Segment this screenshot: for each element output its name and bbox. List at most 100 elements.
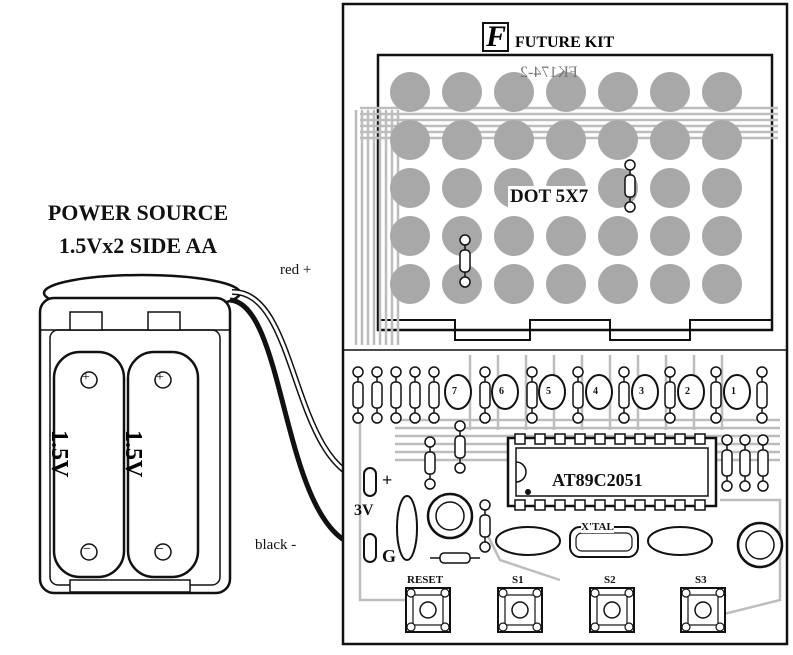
board-code-mirrored: FK174-2 [520,64,578,81]
ic-pin [514,433,526,445]
resistor [756,366,768,424]
resistor [409,366,421,424]
power-terminal-plus [363,467,377,497]
led-dot [650,216,690,256]
ic-pin [654,499,666,511]
power-title-line1: POWER SOURCE [47,200,229,225]
transistor-number: 7 [452,386,457,397]
resistor [479,366,491,424]
ic-pin [694,499,706,511]
resistor [428,366,440,424]
battery-left-plus: + [82,370,90,385]
resistor [572,366,584,424]
led-dot [390,264,430,304]
transistor [585,374,613,410]
led-dot [494,120,534,160]
led-dot [702,216,742,256]
button-label-s3: S3 [695,574,707,586]
resistor [624,159,636,213]
battery-cell-right [126,350,200,579]
ic-chip [506,436,718,508]
ic-pin [534,499,546,511]
transistor-number: 2 [685,386,690,397]
transistor [631,374,659,410]
resistor [371,366,383,424]
red-wire-label: red + [280,262,312,278]
resistor-horizontal [430,552,480,564]
led-dot [390,72,430,112]
led-dot [442,72,482,112]
battery-holder [38,273,242,595]
brand-text: FUTURE KIT [515,34,615,51]
ic-pin [654,433,666,445]
ic-pin [574,433,586,445]
battery-right-label: 1.5V [120,430,146,478]
ceramic-capacitor-left [495,526,561,556]
led-dot [494,264,534,304]
ic-pin [534,433,546,445]
terminal-ground-label: G [382,546,397,566]
battery-right-minus: − [156,542,164,557]
ic-pin [674,433,686,445]
resistor [459,234,471,288]
resistor [721,434,733,492]
led-dot [702,168,742,208]
ic-pin [554,499,566,511]
power-terminal-ground [363,533,377,563]
led-dot [390,120,430,160]
transistor-number: 5 [546,386,551,397]
power-capacitor [396,495,418,561]
ic-pins [514,433,706,511]
resistor [618,366,630,424]
led-dot [702,72,742,112]
led-dot [598,72,638,112]
led-dot [546,120,586,160]
transistor [444,374,472,410]
led-dot [546,72,586,112]
brand-logo: F [482,22,510,52]
transistor [491,374,519,410]
black-wire-label: black - [255,537,297,553]
electrolytic-capacitor-right [736,521,784,569]
led-dot [702,264,742,304]
transistor-number: 6 [499,386,504,397]
button-label-s2: S2 [604,574,616,586]
transistor-row [444,374,751,410]
led-dot [442,120,482,160]
led-dot [442,168,482,208]
transistor-number: 4 [593,386,598,397]
button-label-reset: RESET [407,574,444,586]
ic-pin [614,433,626,445]
battery-right-plus: + [156,370,164,385]
transistor [677,374,705,410]
resistor [479,499,491,553]
ic-pin [634,499,646,511]
ic-pin [694,433,706,445]
led-dot [390,168,430,208]
resistor [352,366,364,424]
resistor [390,366,402,424]
push-button [680,587,726,633]
resistor [424,436,436,490]
push-button [405,587,451,633]
led-dot [494,72,534,112]
ic-pin [574,499,586,511]
led-dot [546,216,586,256]
resistor-array [352,159,769,553]
led-dot [598,264,638,304]
ceramic-capacitor-right [647,526,713,556]
electrolytic-capacitor [426,492,474,540]
terminal-plus-label: + [382,470,393,490]
led-dot [598,216,638,256]
ic-pin [594,433,606,445]
resistor [757,434,769,492]
resistor [710,366,722,424]
ic-pin [674,499,686,511]
push-button [589,587,635,633]
transistor-number: 3 [639,386,644,397]
ic-pin [614,499,626,511]
led-dot [598,120,638,160]
power-title-line2: 1.5Vx2 SIDE AA [58,233,218,258]
